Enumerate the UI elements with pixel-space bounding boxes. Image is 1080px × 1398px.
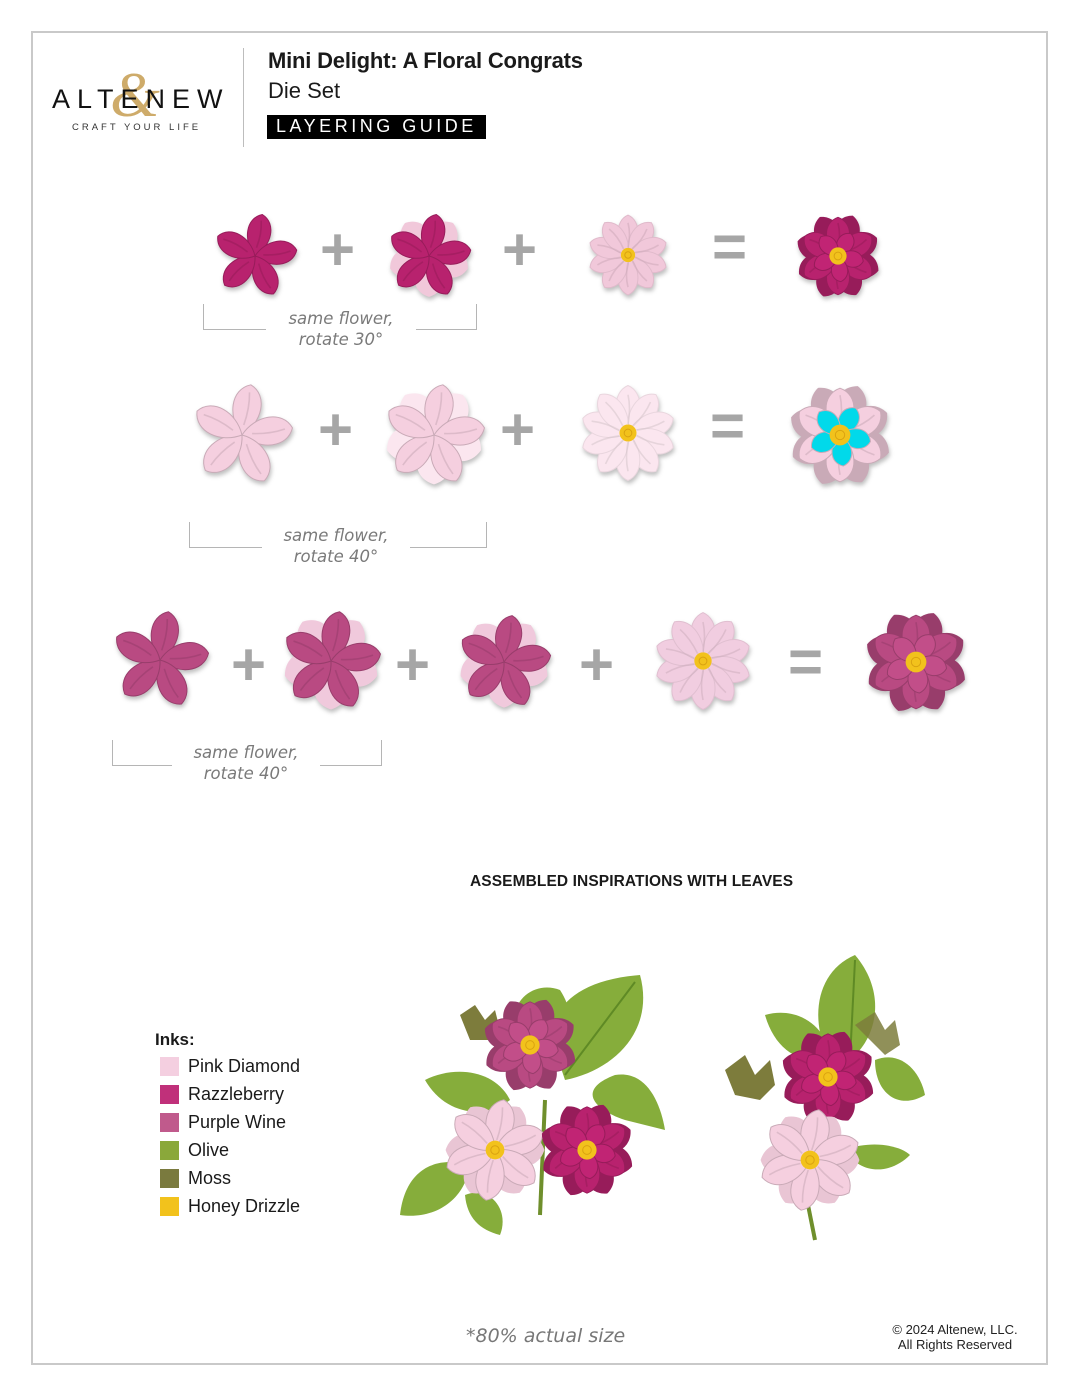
row3-layer3-flower-icon bbox=[460, 615, 552, 708]
color-swatch bbox=[160, 1084, 179, 1104]
row2-layer2-flower-icon bbox=[387, 384, 485, 485]
brand-wordmark: ALTENEW bbox=[52, 84, 230, 114]
plus-icon: + bbox=[395, 631, 431, 698]
row3-result-flower-icon bbox=[867, 613, 965, 711]
row1-layer3-flower-icon bbox=[589, 214, 667, 296]
note-line: same flower, bbox=[193, 743, 299, 762]
row2-result-flower-icon bbox=[791, 386, 889, 484]
color-swatch bbox=[160, 1168, 179, 1188]
row2-layer1-flower-icon bbox=[196, 384, 293, 482]
ink-item: Razzleberry bbox=[155, 1080, 300, 1108]
brand-tagline: CRAFT YOUR LIFE bbox=[72, 122, 202, 133]
product-subtitle: Die Set bbox=[268, 78, 341, 103]
ink-name: Pink Diamond bbox=[188, 1055, 301, 1076]
section-title: ASSEMBLED INSPIRATIONS WITH LEAVES bbox=[470, 873, 794, 890]
ink-name: Moss bbox=[188, 1167, 232, 1188]
assembled-arrangement-2 bbox=[725, 955, 925, 1241]
plus-icon: + bbox=[231, 631, 267, 698]
flower-razzleberry-icon bbox=[782, 1031, 874, 1123]
flower-pink-diamond-icon bbox=[760, 1109, 860, 1211]
row1-layer2-flower-icon bbox=[390, 213, 472, 297]
page-frame bbox=[31, 31, 1048, 1365]
row1-result-flower-icon bbox=[797, 215, 879, 297]
row3-layer1-flower-icon bbox=[116, 611, 210, 705]
plus-icon: + bbox=[320, 216, 356, 283]
note-line: same flower, bbox=[288, 309, 394, 328]
layering-guide-badge: LAYERING GUIDE bbox=[267, 115, 486, 139]
product-title: Mini Delight: A Floral Congrats bbox=[268, 48, 583, 73]
ink-name: Razzleberry bbox=[188, 1083, 285, 1104]
note-line: rotate 40° bbox=[203, 764, 289, 783]
color-swatch bbox=[160, 1056, 179, 1076]
ink-legend-heading: Inks: bbox=[155, 1030, 195, 1049]
ink-item: Purple Wine bbox=[155, 1108, 300, 1136]
note-line: rotate 40° bbox=[293, 547, 379, 566]
row3-layer4-flower-icon bbox=[656, 612, 750, 710]
note-line: same flower, bbox=[283, 526, 389, 545]
copyright-line: © 2024 Altenew, LLC. bbox=[892, 1322, 1018, 1337]
ink-name: Honey Drizzle bbox=[188, 1195, 301, 1216]
flower-pink-diamond-icon bbox=[445, 1099, 545, 1201]
header-divider bbox=[243, 48, 244, 147]
ink-item: Pink Diamond bbox=[155, 1052, 300, 1080]
row2-layer3-flower-icon bbox=[582, 384, 674, 482]
equals-icon: = bbox=[710, 392, 746, 459]
color-swatch bbox=[160, 1112, 179, 1132]
color-swatch bbox=[160, 1140, 179, 1160]
copyright: © 2024 Altenew, LLC. All Rights Reserved bbox=[870, 1322, 1040, 1352]
flower-purple-wine-icon bbox=[484, 999, 576, 1091]
size-footnote: *80% actual size bbox=[466, 1325, 626, 1347]
leaf-icon bbox=[725, 955, 925, 1241]
rotate-note: same flower, rotate 30° bbox=[266, 308, 416, 350]
equals-icon: = bbox=[712, 213, 748, 280]
ink-item: Olive bbox=[155, 1136, 300, 1164]
assembled-arrangement-1 bbox=[400, 975, 665, 1235]
plus-icon: + bbox=[500, 396, 536, 463]
ink-item: Moss bbox=[155, 1164, 300, 1192]
ink-legend: Inks: Pink Diamond Razzleberry Purple Wi… bbox=[155, 1030, 300, 1220]
ampersand-mark-icon: & bbox=[110, 59, 160, 130]
altenew-logo: & ALTENEW CRAFT YOUR LIFE bbox=[48, 59, 230, 142]
plus-icon: + bbox=[502, 216, 538, 283]
ink-name: Olive bbox=[188, 1139, 230, 1160]
copyright-line: All Rights Reserved bbox=[897, 1337, 1013, 1352]
note-line: rotate 30° bbox=[298, 330, 384, 349]
row3-layer2-flower-icon bbox=[284, 611, 382, 710]
ink-item: Honey Drizzle bbox=[155, 1192, 300, 1220]
rotate-note: same flower, rotate 40° bbox=[172, 742, 320, 784]
row1-layer1-flower-icon bbox=[217, 213, 298, 295]
ink-name: Purple Wine bbox=[188, 1111, 287, 1132]
flower-razzleberry-icon bbox=[541, 1104, 633, 1196]
equals-icon: = bbox=[788, 628, 824, 695]
color-swatch bbox=[160, 1196, 179, 1216]
plus-icon: + bbox=[579, 631, 615, 698]
rotate-note: same flower, rotate 40° bbox=[262, 525, 410, 567]
plus-icon: + bbox=[318, 396, 354, 463]
